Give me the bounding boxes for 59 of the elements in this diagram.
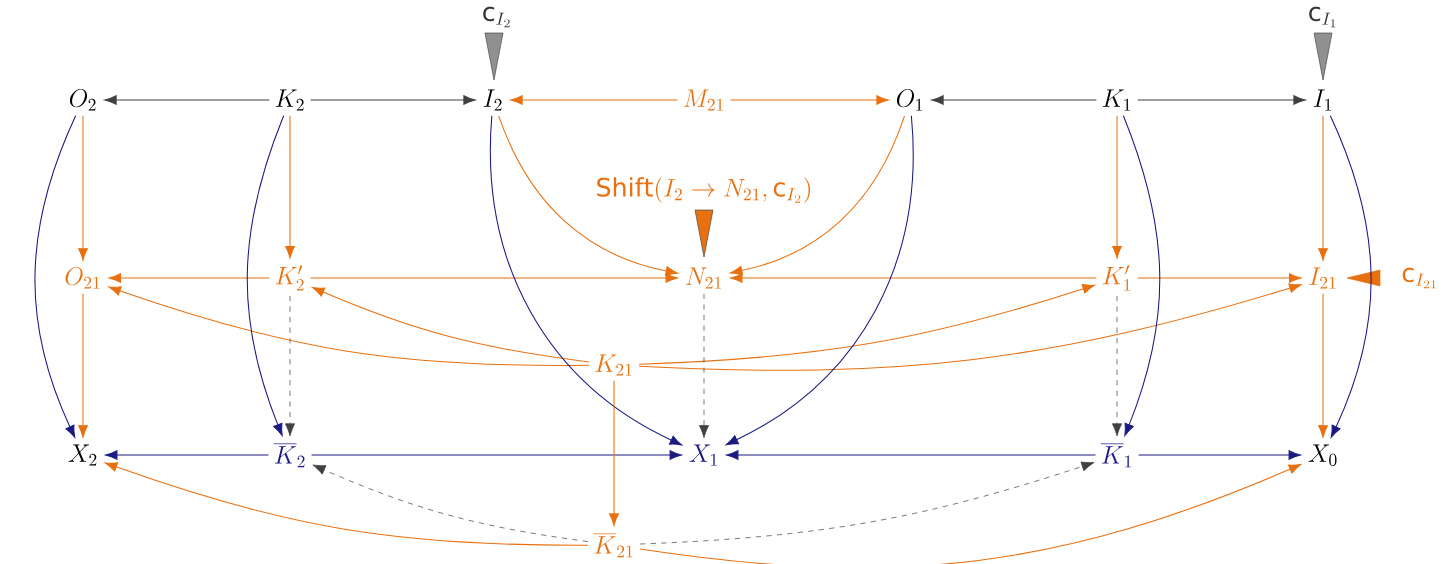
arrow <box>312 287 590 363</box>
math-object: $I_{1}$ <box>1313 89 1331 111</box>
arrow <box>34 115 77 438</box>
arrow <box>729 95 889 105</box>
math-object: $\overline{K}_{1}$ <box>1100 443 1131 468</box>
arrow <box>510 95 679 105</box>
arrow <box>310 273 678 283</box>
arrow <box>1329 115 1372 438</box>
arrow <box>105 450 269 460</box>
arrow <box>108 273 270 283</box>
arrow <box>311 450 682 460</box>
arrow <box>104 95 270 105</box>
arrow <box>285 115 295 259</box>
arrow <box>498 115 678 276</box>
math-object: $X_{1}$ <box>689 444 717 466</box>
arrow <box>246 115 285 436</box>
arrow <box>108 286 590 366</box>
arrow <box>310 95 476 105</box>
arrow <box>639 464 1302 564</box>
arrow <box>104 462 589 546</box>
arrow <box>1112 115 1122 259</box>
arrow <box>638 284 1095 365</box>
arrow <box>726 450 1096 460</box>
dashed-arrow <box>1112 295 1123 437</box>
math-object: $M_{21}$ <box>684 89 723 111</box>
dashed-arrow <box>699 293 709 439</box>
arrow <box>78 115 88 261</box>
math-object: $N_{21}$ <box>686 267 721 289</box>
math-object: $K_{2}$ <box>275 89 304 111</box>
arrow <box>931 95 1097 105</box>
arrow <box>1122 115 1161 436</box>
math-object: $I_{21}$ <box>1309 267 1336 289</box>
math-object: $I_{2}$ <box>483 89 502 111</box>
math-object: $O_{1}$ <box>896 88 922 111</box>
arrow <box>78 293 88 438</box>
math-object: $K'_{1}$ <box>1102 265 1131 291</box>
arrow <box>1138 450 1301 460</box>
dashed-arrow <box>639 461 1095 545</box>
arrow <box>725 115 914 446</box>
dashed-arrow <box>285 295 296 437</box>
arrow <box>489 115 683 446</box>
math-object: $K_{21}$ <box>595 354 632 376</box>
arrow <box>730 115 906 276</box>
arrow <box>1137 273 1302 283</box>
arrow <box>1137 95 1306 105</box>
dashed-arrow <box>312 464 589 542</box>
arrow <box>730 273 1097 283</box>
math-object: $O_{21}$ <box>65 266 100 289</box>
arrow <box>609 380 619 526</box>
math-object: $X_{2}$ <box>68 444 97 466</box>
math-object: $K'_{2}$ <box>275 265 304 291</box>
math-object: $O_{2}$ <box>69 88 96 111</box>
arrow <box>1318 293 1328 438</box>
math-object: $\overline{K}_{21}$ <box>593 533 633 558</box>
math-object: $K_{1}$ <box>1102 89 1131 111</box>
arrow <box>638 283 1302 371</box>
math-object: $X_{0}$ <box>1308 444 1337 466</box>
arrow <box>1318 115 1328 261</box>
math-object: $\overline{K}_{2}$ <box>273 443 305 468</box>
